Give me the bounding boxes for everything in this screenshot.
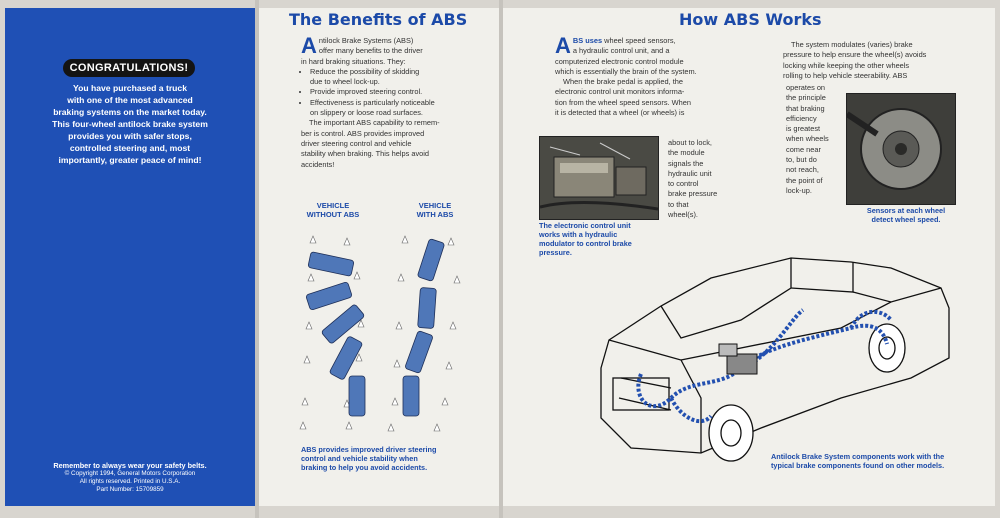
wheel-sensor-photo — [846, 93, 956, 205]
hydraulic-modulator — [718, 343, 758, 375]
benefits-panel: The Benefits of ABS A ntilock Brake Syst… — [259, 8, 499, 506]
traffic-cones — [299, 235, 461, 432]
skid-caption: ABS provides improved driver steering co… — [301, 445, 437, 472]
how-column-one: A BS uses wheel speed sensors, a hydraul… — [555, 33, 697, 118]
fold-divider — [255, 0, 259, 518]
how-abs-works-panel: How ABS Works A BS uses wheel speed sens… — [503, 8, 995, 506]
rights-line: All rights reserved. Printed in U.S.A. — [79, 478, 181, 485]
part-number: Part Number: 15709859 — [96, 486, 164, 493]
how-column-two: The system modulates (varies) brake pres… — [783, 40, 927, 80]
benefits-title: The Benefits of ABS — [289, 10, 468, 29]
benefits-intro: A ntilock Brake Systems (ABS) offer many… — [301, 33, 491, 170]
congratulations-badge: CONGRATULATIONS! — [63, 59, 195, 77]
fold-divider — [499, 0, 503, 518]
list-item: Provide improved steering control. — [310, 87, 491, 97]
copyright-footer: Remember to always wear your safety belt… — [25, 462, 235, 494]
dropcap-letter: A — [301, 33, 317, 58]
truck-caption: Antilock Brake System components work wi… — [771, 452, 945, 470]
congratulations-text: You have purchased a truck with one of t… — [52, 83, 208, 165]
list-item: Effectiveness is particularly noticeable… — [310, 98, 491, 119]
abs-brake-lines — [636, 308, 893, 424]
dropcap-letter: A — [555, 33, 571, 58]
truck-abs-diagram — [600, 257, 950, 462]
safety-belt-reminder: Remember to always wear your safety belt… — [53, 461, 207, 470]
cars-without-abs — [305, 251, 366, 417]
copyright-line: © Copyright 1994, General Motors Corpora… — [64, 470, 196, 477]
cars-with-abs — [402, 238, 445, 417]
wheels — [708, 323, 906, 462]
control-unit-photo — [539, 136, 659, 220]
how-abs-works-title: How ABS Works — [679, 10, 822, 29]
skid-comparison-illustration — [299, 235, 461, 432]
congratulations-panel: CONGRATULATIONS! You have purchased a tr… — [5, 8, 255, 506]
